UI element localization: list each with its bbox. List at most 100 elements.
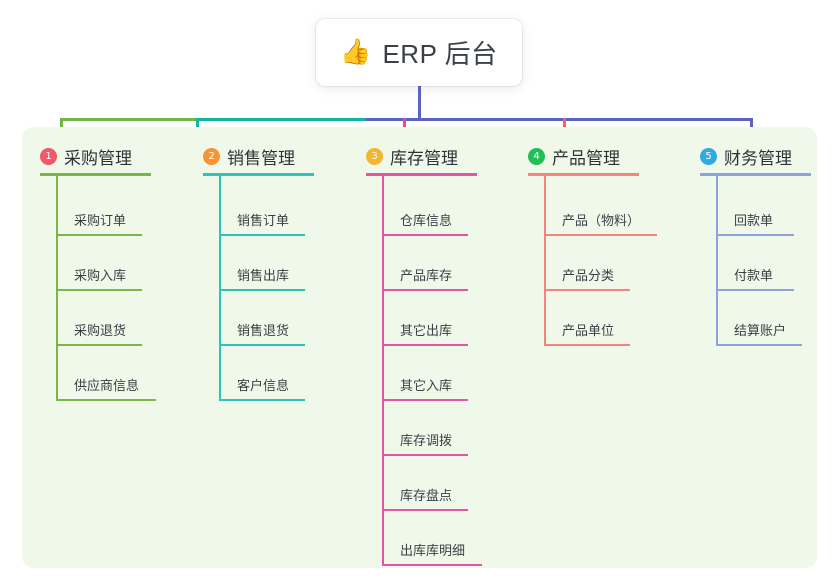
leaf-rule [382,454,468,456]
leaf-label: 客户信息 [237,378,290,393]
column-1: 1 采购管理采购订单采购入库采购退货供应商信息 [40,127,190,568]
leaf-rule [544,289,630,291]
leaf-label: 付款单 [734,268,774,283]
connector-teal-segment [196,118,366,121]
leaf-label: 产品（物料） [562,213,641,228]
leaf-node[interactable]: 产品库存 [382,261,468,291]
leaf-rule [544,234,657,236]
column-spine-2 [219,176,221,401]
leaf-node[interactable]: 销售退货 [219,316,305,346]
column-5: 5 财务管理回款单付款单结算账户 [700,127,839,568]
leaf-node[interactable]: 采购订单 [56,206,142,236]
column-badge-1: 1 [40,148,57,165]
leaf-rule [382,289,468,291]
leaf-rule [716,234,794,236]
leaf-rule [56,234,142,236]
leaf-label: 仓库信息 [400,213,453,228]
leaf-rule [219,234,305,236]
column-rule-2 [203,173,314,176]
branch-panel: 1 采购管理采购订单采购入库采购退货供应商信息 2 销售管理销售订单销售出库销售退货客… [22,127,817,568]
leaf-node[interactable]: 结算账户 [716,316,802,346]
page-title: ERP 后台 [382,39,498,69]
column-badge-2: 2 [203,148,220,165]
column-rule-3 [366,173,477,176]
leaf-rule [716,344,802,346]
leaf-node[interactable]: 客户信息 [219,371,305,401]
leaf-label: 供应商信息 [74,378,140,393]
column-badge-3: 3 [366,148,383,165]
leaf-label: 产品库存 [400,268,453,283]
leaf-label: 销售退货 [237,323,290,338]
leaf-rule [382,399,468,401]
leaf-rule [382,344,468,346]
thumbs-up-icon: 👍 [340,38,372,66]
column-header-5[interactable]: 5 财务管理 [700,144,792,169]
leaf-label: 采购退货 [74,323,127,338]
leaf-label: 产品分类 [562,268,615,283]
leaf-node[interactable]: 产品单位 [544,316,630,346]
leaf-label: 其它入库 [400,378,453,393]
leaf-node[interactable]: 销售出库 [219,261,305,291]
leaf-label: 销售出库 [237,268,290,283]
column-header-2[interactable]: 2 销售管理 [203,144,295,169]
column-spine-1 [56,176,58,401]
column-title-4: 产品管理 [552,149,620,168]
leaf-rule [56,399,156,401]
leaf-node[interactable]: 出库库明细 [382,536,482,566]
column-spine-3 [382,176,384,566]
leaf-node[interactable]: 采购退货 [56,316,142,346]
leaf-node[interactable]: 付款单 [716,261,794,291]
leaf-rule [219,344,305,346]
leaf-node[interactable]: 库存盘点 [382,481,468,511]
column-rule-4 [528,173,639,176]
leaf-label: 结算账户 [734,323,787,338]
leaf-label: 产品单位 [562,323,615,338]
root-node-card[interactable]: 👍 ERP 后台 [316,19,522,86]
leaf-node[interactable]: 采购入库 [56,261,142,291]
leaf-node[interactable]: 其它入库 [382,371,468,401]
column-3: 3 库存管理仓库信息产品库存其它出库其它入库库存调拨库存盘点出库库明细 [366,127,516,568]
leaf-node[interactable]: 回款单 [716,206,794,236]
column-badge-4: 4 [528,148,545,165]
column-2: 2 销售管理销售订单销售出库销售退货客户信息 [203,127,353,568]
column-title-1: 采购管理 [64,149,132,168]
leaf-rule [219,399,305,401]
leaf-node[interactable]: 销售订单 [219,206,305,236]
leaf-node[interactable]: 其它出库 [382,316,468,346]
column-header-3[interactable]: 3 库存管理 [366,144,458,169]
leaf-rule [56,344,142,346]
root-stem [418,86,421,121]
leaf-rule [382,234,468,236]
column-header-1[interactable]: 1 采购管理 [40,144,132,169]
column-spine-4 [544,176,546,346]
leaf-node[interactable]: 产品分类 [544,261,630,291]
column-header-4[interactable]: 4 产品管理 [528,144,620,169]
column-badge-5: 5 [700,148,717,165]
leaf-node[interactable]: 仓库信息 [382,206,468,236]
leaf-label: 库存调拨 [400,433,453,448]
column-title-5: 财务管理 [724,149,792,168]
connector-green-segment [60,118,196,121]
leaf-label: 出库库明细 [400,543,466,558]
column-spine-5 [716,176,718,346]
connector-blue-segment [366,118,752,121]
leaf-node[interactable]: 产品（物料） [544,206,657,236]
leaf-label: 其它出库 [400,323,453,338]
leaf-rule [382,509,468,511]
column-rule-5 [700,173,811,176]
leaf-label: 库存盘点 [400,488,453,503]
leaf-node[interactable]: 供应商信息 [56,371,156,401]
leaf-rule [56,289,142,291]
column-title-2: 销售管理 [227,149,295,168]
leaf-label: 采购订单 [74,213,127,228]
leaf-node[interactable]: 库存调拨 [382,426,468,456]
leaf-label: 回款单 [734,213,774,228]
leaf-rule [544,344,630,346]
column-title-3: 库存管理 [390,149,458,168]
leaf-rule [219,289,305,291]
column-rule-1 [40,173,151,176]
leaf-rule [716,289,794,291]
leaf-rule [382,564,482,566]
leaf-label: 采购入库 [74,268,127,283]
